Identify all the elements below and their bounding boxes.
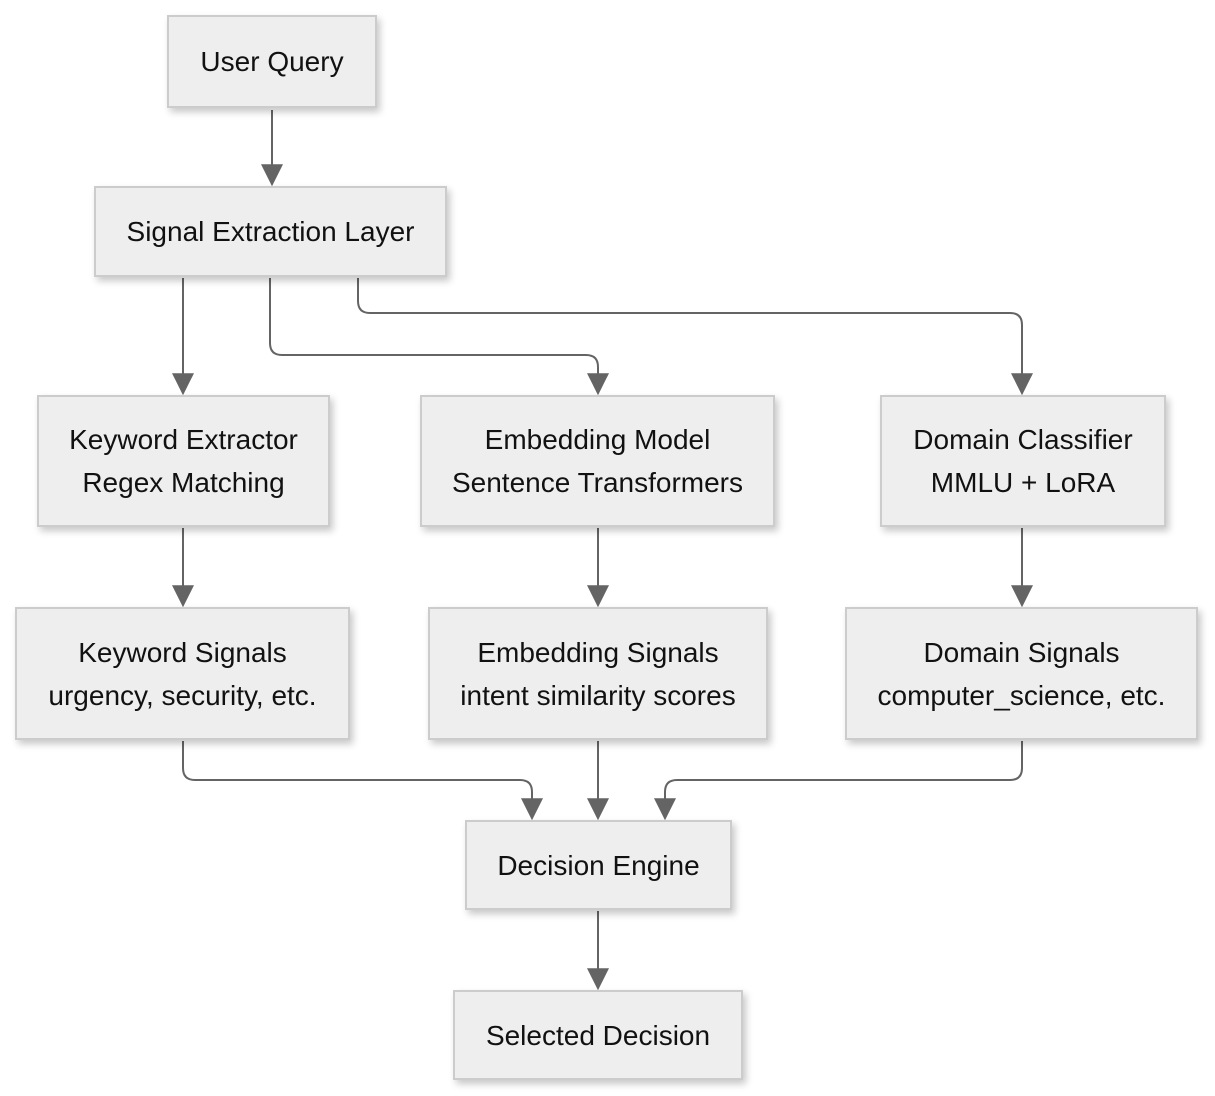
node-sublabel: Sentence Transformers xyxy=(451,467,744,498)
node-signal-extraction-layer: Signal Extraction Layer xyxy=(94,186,447,277)
node-keyword-extractor: Keyword Extractor Regex Matching xyxy=(37,395,330,527)
node-label: Embedding Signals xyxy=(477,636,719,668)
node-keyword-signals: Keyword Signals urgency, security, etc. xyxy=(15,607,350,740)
node-label: Domain Classifier xyxy=(913,424,1133,455)
edge-keyword-signals-to-decision-engine xyxy=(182,741,543,821)
node-label: Selected Decision xyxy=(485,1019,711,1051)
edge-domain-signals-to-decision-engine xyxy=(654,741,1023,821)
node-sublabel: computer_science, etc. xyxy=(877,679,1166,711)
node-user-query: User Query xyxy=(167,15,377,108)
node-domain-classifier: Domain Classifier MMLU + LoRA xyxy=(880,395,1166,527)
node-label: Embedding Model xyxy=(484,424,711,455)
node-sublabel: MMLU + LoRA xyxy=(930,467,1116,498)
node-label: Keyword Signals xyxy=(78,636,287,668)
edge-signal-extraction-to-embedding-model xyxy=(269,278,609,396)
node-sublabel: Regex Matching xyxy=(82,467,285,498)
node-label: Keyword Extractor xyxy=(69,424,298,455)
edge-signal-extraction-to-domain-classifier xyxy=(357,278,1033,396)
node-selected-decision: Selected Decision xyxy=(453,990,743,1080)
node-embedding-model: Embedding Model Sentence Transformers xyxy=(420,395,775,527)
node-domain-signals: Domain Signals computer_science, etc. xyxy=(845,607,1198,740)
node-label: Decision Engine xyxy=(497,849,700,881)
node-label: Domain Signals xyxy=(923,636,1120,668)
node-sublabel: urgency, security, etc. xyxy=(48,679,317,711)
node-decision-engine: Decision Engine xyxy=(465,820,732,910)
node-label: Signal Extraction Layer xyxy=(126,216,415,247)
node-sublabel: intent similarity scores xyxy=(460,679,736,711)
node-label: User Query xyxy=(200,46,344,77)
node-embedding-signals: Embedding Signals intent similarity scor… xyxy=(428,607,768,740)
